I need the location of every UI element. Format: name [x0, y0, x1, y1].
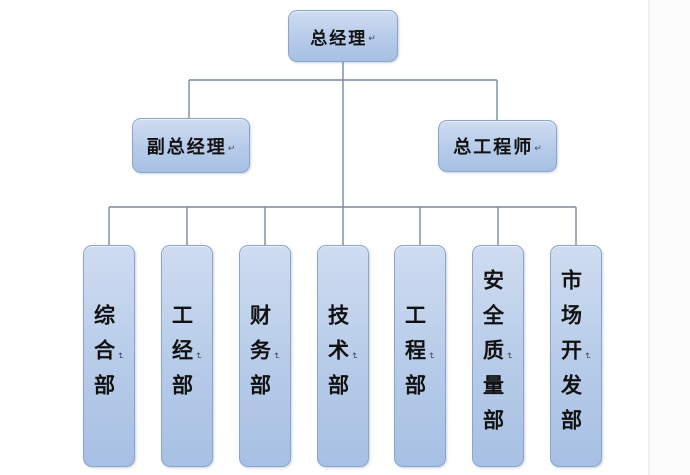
- paragraph-mark-icon: ↵: [425, 352, 436, 360]
- paragraph-mark-icon: ↵: [227, 143, 236, 154]
- node-chief-engineer: 总工程师 ↵: [438, 120, 557, 172]
- node-label: 总经理: [310, 28, 368, 49]
- node-label: 安全质量部: [480, 268, 506, 444]
- paragraph-mark-icon: ↵: [114, 352, 125, 360]
- page-margin-area: [650, 0, 690, 475]
- node-label: 总工程师: [453, 137, 534, 158]
- page-edge-divider: [648, 0, 650, 475]
- node-label: 综合部: [91, 303, 117, 409]
- node-dept-safety-quality: 安全质量部 ↵: [472, 245, 524, 467]
- node-label: 工经部: [169, 303, 195, 409]
- node-dept-market-development: 市场开发部 ↵: [550, 245, 602, 467]
- node-dept-finance: 财务部 ↵: [239, 245, 291, 467]
- node-general-manager: 总经理 ↵: [288, 10, 398, 62]
- node-deputy-general-manager: 副总经理 ↵: [132, 118, 250, 173]
- node-label: 财务部: [247, 303, 273, 409]
- node-label: 工程部: [402, 303, 428, 409]
- node-label: 技术部: [325, 303, 351, 409]
- paragraph-mark-icon: ↵: [534, 144, 542, 154]
- paragraph-mark-icon: ↵: [368, 34, 376, 44]
- paragraph-mark-icon: ↵: [348, 352, 359, 360]
- node-label: 市场开发部: [558, 268, 584, 444]
- paragraph-mark-icon: ↵: [270, 352, 281, 360]
- node-dept-engineering: 工程部 ↵: [394, 245, 446, 467]
- node-label: 副总经理: [146, 136, 227, 158]
- paragraph-mark-icon: ↵: [503, 352, 514, 360]
- node-dept-general-affairs: 综合部 ↵: [83, 245, 135, 467]
- paragraph-mark-icon: ↵: [192, 352, 203, 360]
- node-dept-technology: 技术部 ↵: [317, 245, 369, 467]
- node-dept-engineering-economics: 工经部 ↵: [161, 245, 213, 467]
- paragraph-mark-icon: ↵: [581, 352, 592, 360]
